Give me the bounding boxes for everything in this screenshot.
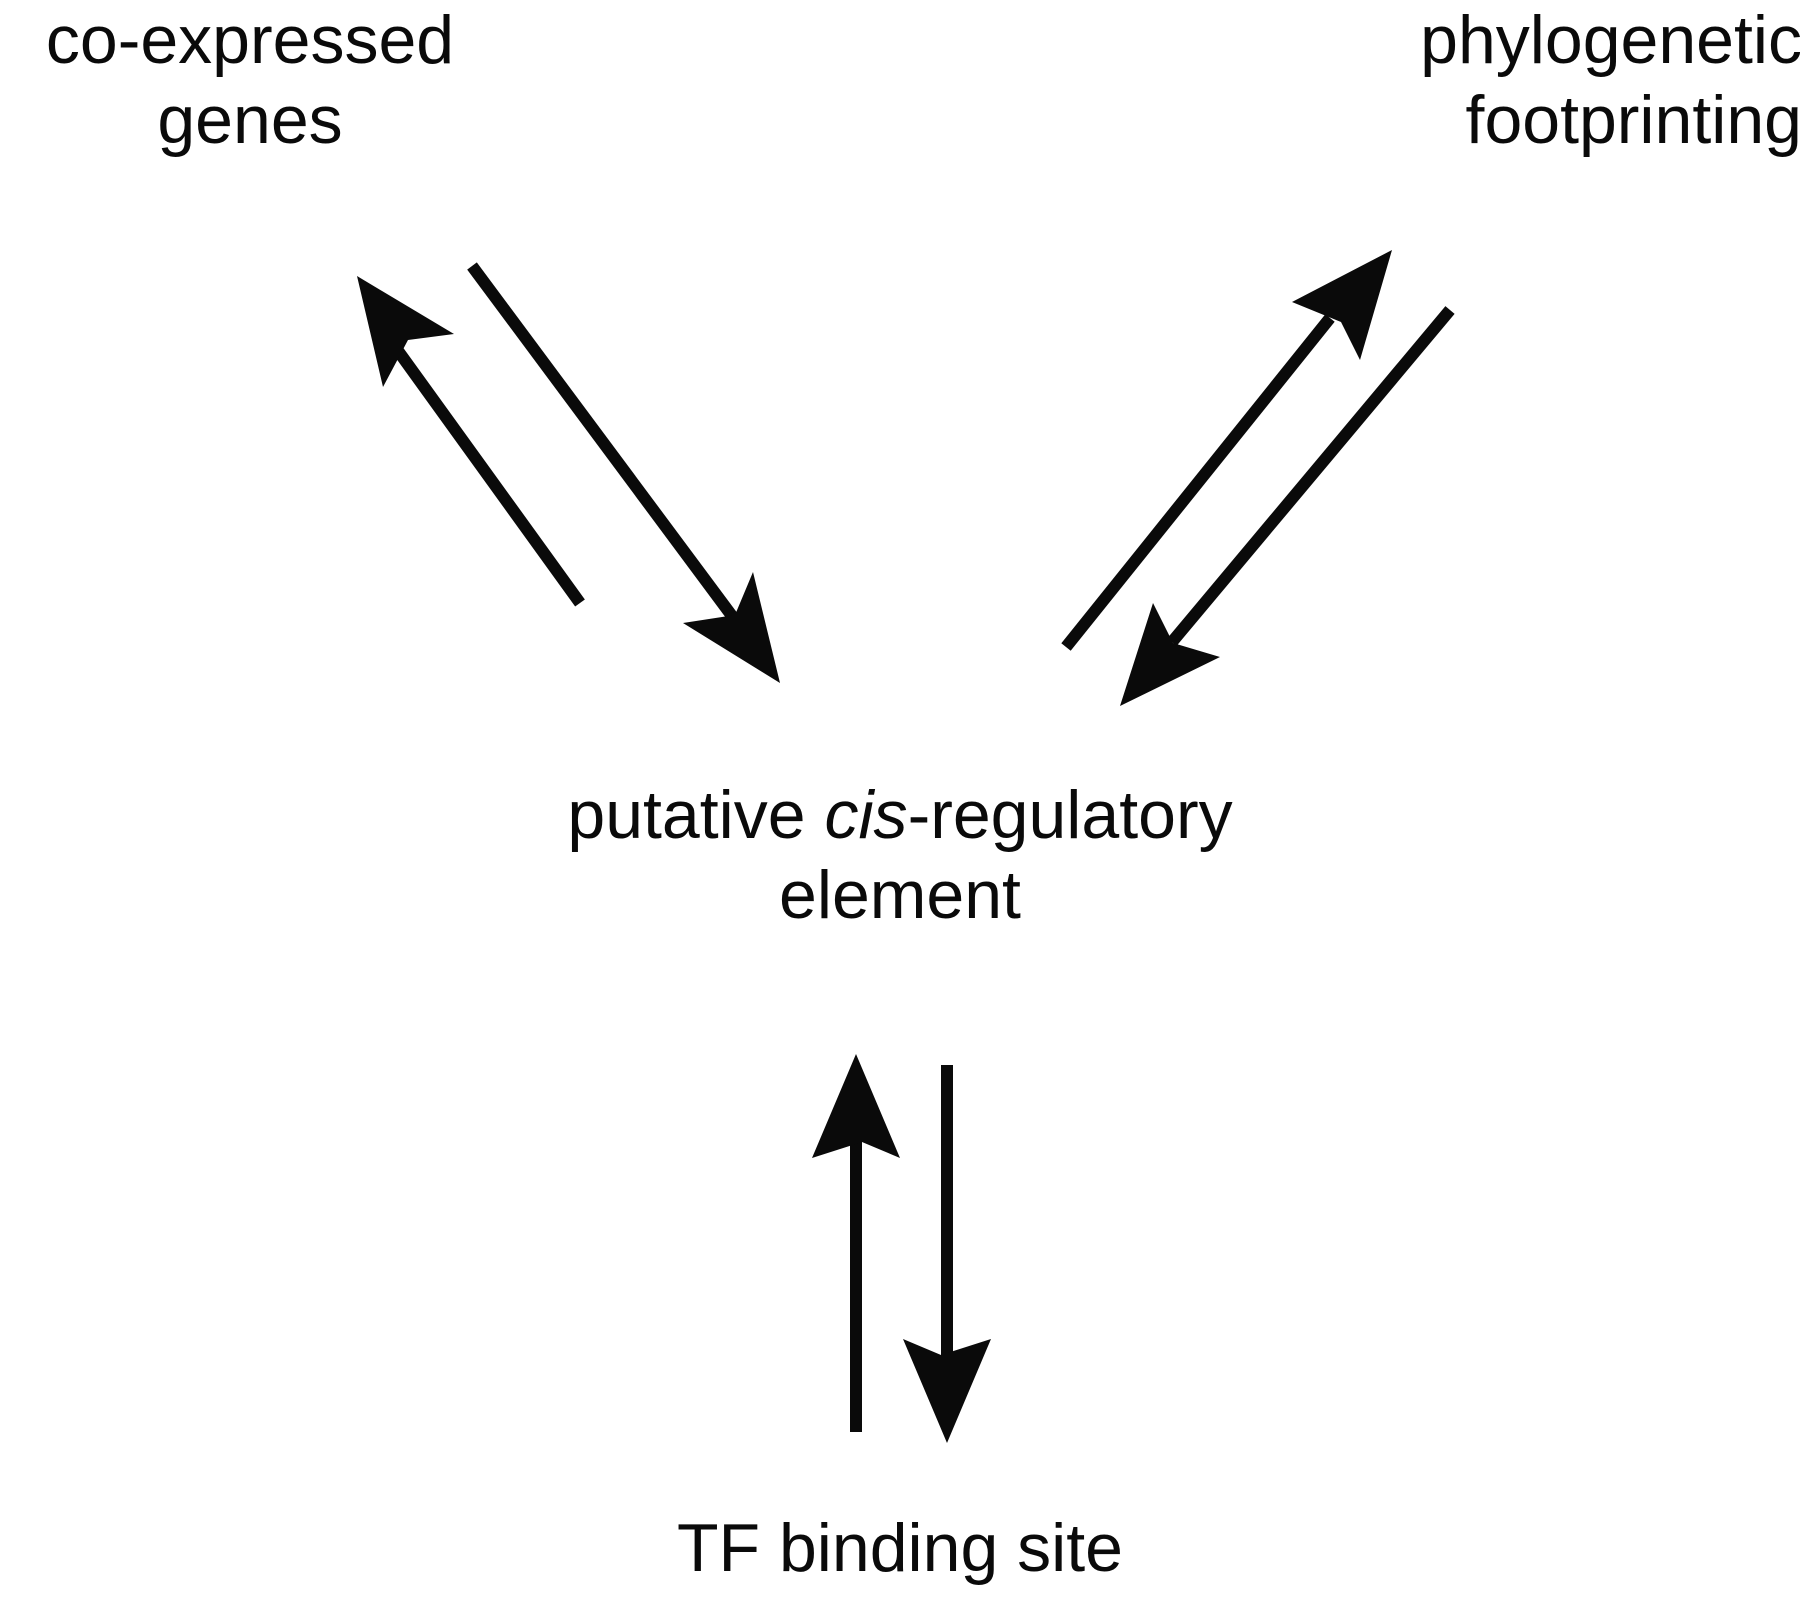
node-label-line1: putative cis-regulatory bbox=[400, 775, 1400, 855]
label-suffix: -regulatory bbox=[907, 777, 1233, 853]
node-tf-binding-site: TF binding site bbox=[500, 1508, 1300, 1588]
arrow-head-icon bbox=[357, 276, 454, 387]
node-phylogenetic-footprinting: phylogenetic footprinting bbox=[1300, 0, 1800, 160]
label-prefix: putative bbox=[567, 777, 825, 853]
arrow-shaft bbox=[467, 262, 740, 624]
edge-coexpressed-to-cre bbox=[467, 262, 780, 683]
arrow-shaft bbox=[1061, 314, 1335, 651]
edge-cre-to-coexpressed bbox=[357, 276, 585, 607]
arrow-head-icon bbox=[683, 572, 780, 683]
node-label-line1: co-expressed bbox=[45, 2, 455, 78]
node-label-line1: phylogenetic bbox=[1420, 2, 1800, 78]
edge-cre-to-tf bbox=[903, 1065, 991, 1443]
arrow-head-icon bbox=[812, 1054, 900, 1158]
node-coexpressed-genes: co-expressed genes bbox=[0, 0, 520, 160]
edge-tf-to-cre bbox=[812, 1054, 900, 1432]
arrow-shaft bbox=[1167, 306, 1455, 646]
node-label-line2: element bbox=[779, 857, 1021, 933]
node-label-line1: TF binding site bbox=[677, 1510, 1123, 1586]
node-cis-regulatory-element: putative cis-regulatory element bbox=[400, 775, 1400, 935]
arrow-shaft bbox=[391, 344, 585, 607]
arrow-head-icon bbox=[1120, 603, 1220, 706]
label-italic-cis: cis bbox=[824, 777, 908, 853]
arrow-head-icon bbox=[903, 1339, 991, 1443]
arrow-head-icon bbox=[1292, 250, 1392, 360]
node-label-line2: footprinting bbox=[1465, 82, 1800, 158]
edge-phylogenetic-to-cre bbox=[1120, 306, 1455, 706]
node-label-line2: genes bbox=[157, 82, 343, 158]
edge-cre-to-phylogenetic bbox=[1061, 250, 1392, 651]
